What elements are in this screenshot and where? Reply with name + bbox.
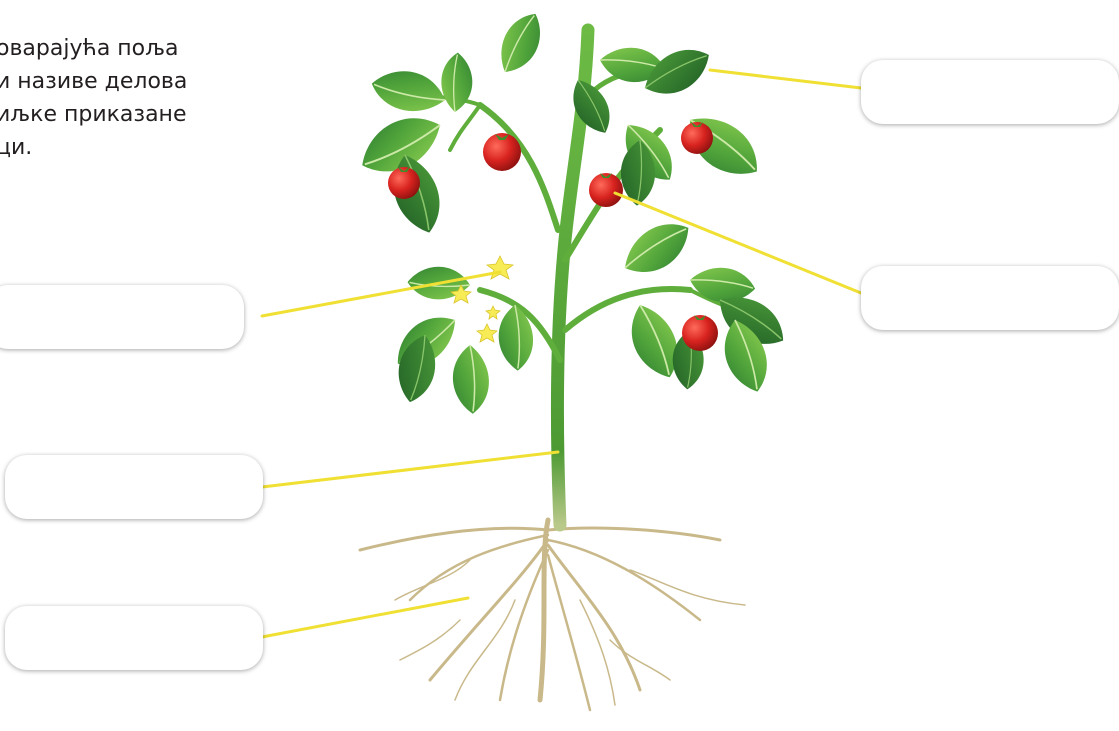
label-input-flower[interactable]	[0, 285, 244, 349]
label-input-root[interactable]	[5, 606, 263, 670]
label-input-leaf[interactable]	[861, 60, 1119, 124]
label-box-root[interactable]	[5, 606, 263, 670]
leader-line-stem	[262, 452, 558, 487]
label-box-fruit[interactable]	[861, 266, 1119, 330]
leader-line-root	[262, 598, 468, 637]
label-input-fruit[interactable]	[861, 266, 1119, 330]
label-input-stem[interactable]	[5, 455, 263, 519]
roots	[360, 520, 745, 710]
label-box-stem[interactable]	[5, 455, 263, 519]
label-box-leaf[interactable]	[861, 60, 1119, 124]
leader-line-leaf	[710, 70, 861, 88]
label-box-flower[interactable]	[0, 285, 244, 349]
